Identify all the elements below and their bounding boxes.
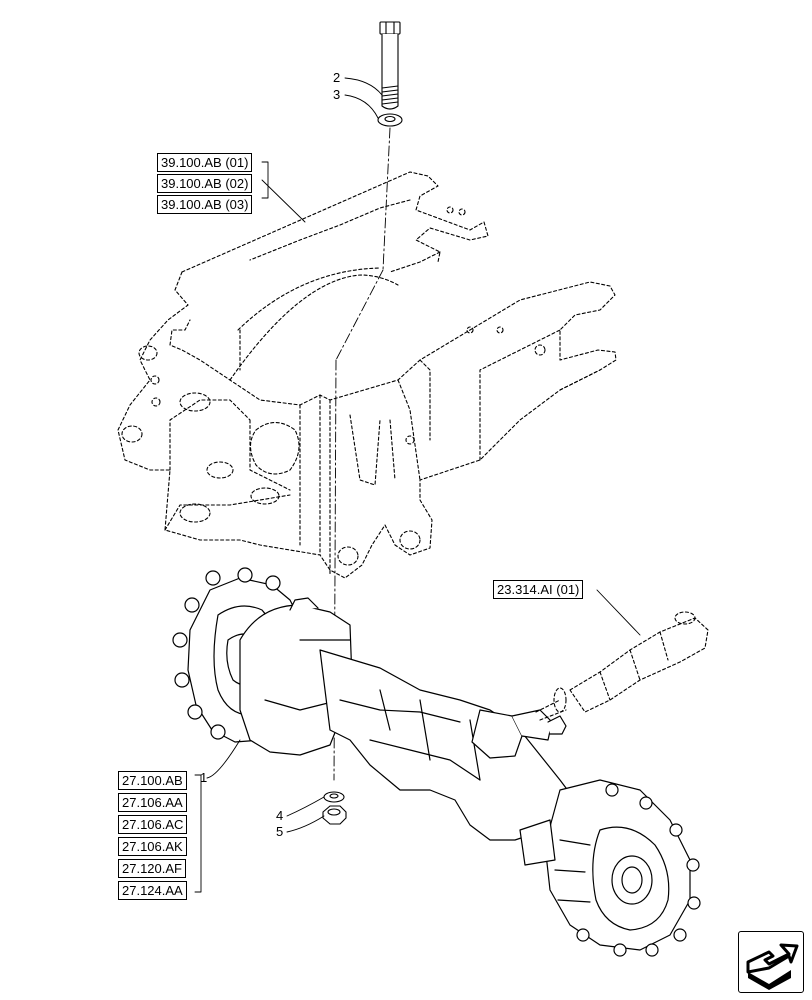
nut: [322, 805, 347, 825]
ref-link-frame-02[interactable]: 39.100.AB (02): [157, 174, 253, 193]
washer-top: [377, 113, 403, 127]
ref-link-frame-03[interactable]: 39.100.AB (03): [157, 195, 253, 214]
ref-link-axle-27-106-ac[interactable]: 27.106.AC: [118, 815, 188, 834]
ref-link-axle-27-106-ak[interactable]: 27.106.AK: [118, 837, 187, 856]
washer-bottom: [323, 791, 345, 803]
ref-link-frame-01[interactable]: 39.100.AB (01): [157, 153, 253, 172]
ref-link-axle-27-124-aa[interactable]: 27.124.AA: [118, 881, 187, 900]
driveshaft: [535, 611, 709, 721]
ref-link-driveshaft[interactable]: 23.314.AI (01): [493, 580, 584, 599]
axle-assembly: [172, 567, 701, 957]
callout-1: 1: [200, 770, 208, 785]
bolt: [379, 21, 401, 110]
ref-link-axle-27-106-aa[interactable]: 27.106.AA: [118, 793, 187, 812]
loader-frame: [117, 171, 617, 579]
callout-4: 4: [276, 808, 284, 823]
leader-lines: [194, 77, 641, 893]
ref-link-axle-27-100-ab[interactable]: 27.100.AB: [118, 771, 187, 790]
callout-2: 2: [333, 70, 341, 85]
next-page-arrow-icon: [746, 943, 799, 990]
callout-5: 5: [276, 824, 284, 839]
callout-3: 3: [333, 87, 341, 102]
next-page-button[interactable]: [738, 931, 804, 993]
ref-link-axle-27-120-af[interactable]: 27.120.AF: [118, 859, 186, 878]
